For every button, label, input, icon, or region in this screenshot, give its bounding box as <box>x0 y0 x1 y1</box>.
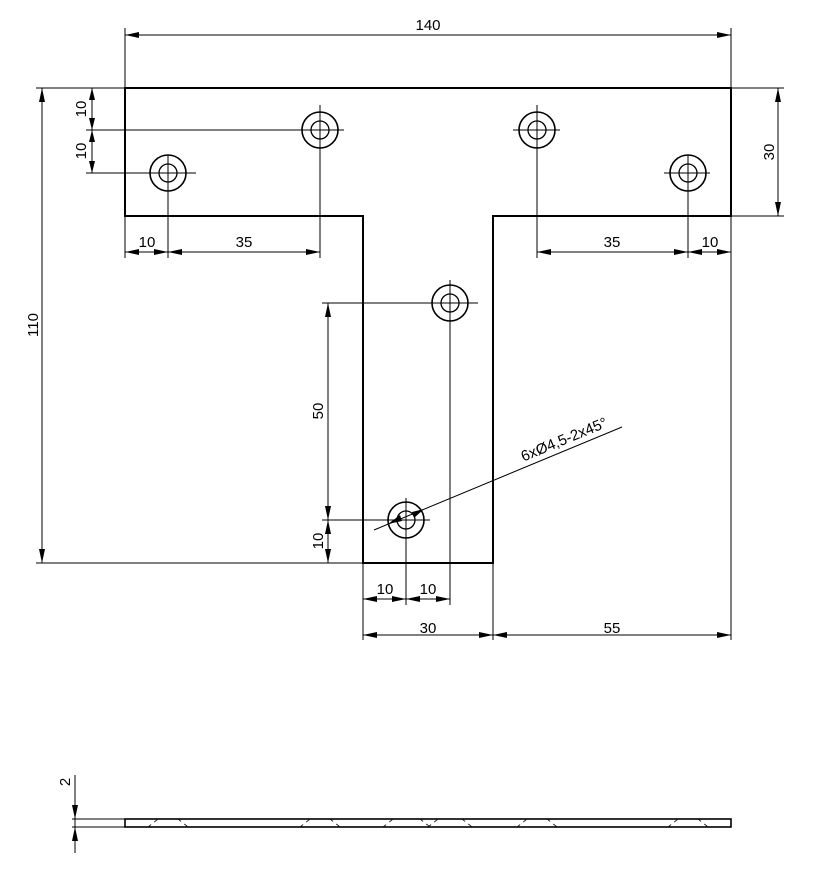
t-plate-outline <box>124 87 732 564</box>
dim-thickness: 2 <box>57 778 74 786</box>
dim-right-overhang: 55 <box>604 620 621 637</box>
dim-right-hole-spacing: 35 <box>604 234 621 251</box>
dim-stem-width: 30 <box>420 620 437 637</box>
dim-right-edge-to-hole: 10 <box>702 234 719 251</box>
dimension-lines <box>39 32 781 638</box>
dim-hole-top-offset: 10 <box>73 101 90 118</box>
dim-stem-hole-spacing: 50 <box>310 403 327 420</box>
dim-flange-height: 30 <box>761 144 778 161</box>
dim-overall-height: 110 <box>25 313 42 337</box>
dim-hole-row-gap: 10 <box>73 143 90 160</box>
dim-stem-hole-to-hole-x: 10 <box>420 581 437 598</box>
dim-overall-width: 140 <box>415 17 440 34</box>
dim-stem-left-to-hole: 10 <box>377 581 394 598</box>
dim-left-edge-to-hole: 10 <box>139 234 156 251</box>
dim-left-hole-spacing: 35 <box>236 234 253 251</box>
extension-lines <box>36 28 784 640</box>
side-view: 2 <box>57 775 732 853</box>
dim-stem-bottom-to-hole: 10 <box>310 533 327 550</box>
hole-callout-text: 6xØ4,5-2x45° <box>519 414 610 465</box>
